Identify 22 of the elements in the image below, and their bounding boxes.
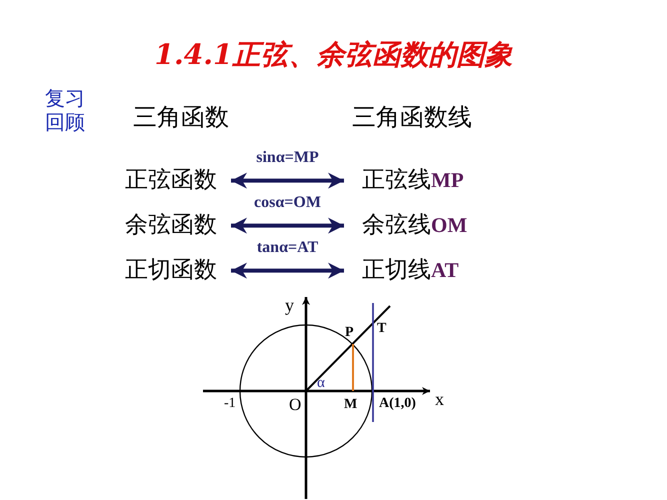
node-text: 余弦函数 <box>125 213 217 238</box>
double-arrow <box>231 262 344 279</box>
node-text: 余弦线OM <box>362 213 468 238</box>
axis-label: x <box>435 390 444 410</box>
title: 1.4.1正弦、余弦函数的图象 <box>154 40 514 71</box>
node-text: 正弦函数 <box>125 168 217 194</box>
point-label: T <box>377 321 386 336</box>
angle-label: α <box>317 375 325 392</box>
point-label: P <box>345 325 354 340</box>
tick-label: -1 <box>224 396 236 412</box>
node-text: 正弦线MP <box>362 168 464 194</box>
double-arrow <box>231 172 344 189</box>
column-heading: 三角函数 <box>133 104 229 130</box>
point-label: M <box>344 397 358 412</box>
double-arrow <box>231 218 344 234</box>
axis-label: y <box>285 296 294 316</box>
node-text: 正切线AT <box>362 258 459 284</box>
node-text: 正切函数 <box>125 258 217 284</box>
column-heading: 三角函数线 <box>352 104 472 130</box>
point-label: O <box>289 396 302 415</box>
point-label: A(1,0) <box>379 396 416 412</box>
side-note: 复习回顾 <box>45 86 86 134</box>
